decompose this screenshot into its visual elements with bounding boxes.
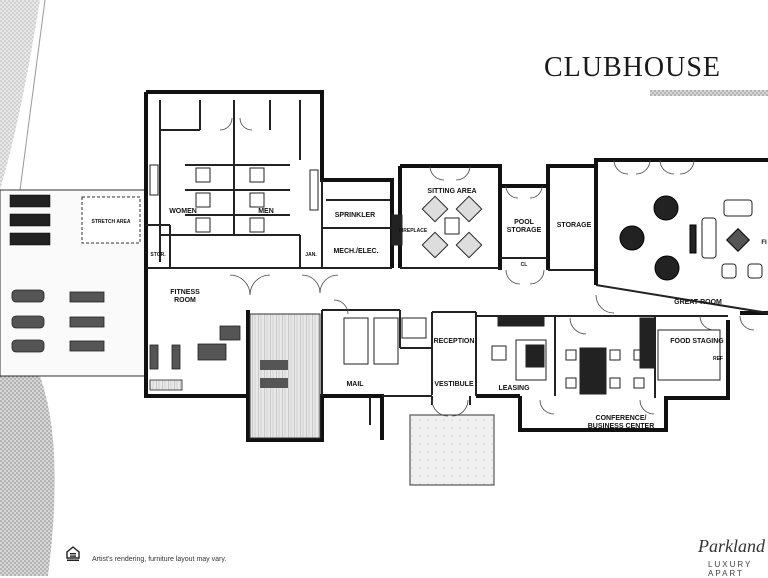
label-mech-elec: MECH./ELEC.: [333, 248, 378, 255]
label-leasing: LEASING: [498, 385, 530, 392]
entry-walk: [409, 414, 495, 486]
landscape-top-left: [0, 0, 40, 190]
sitting-furniture: [391, 195, 483, 259]
label-pool-storage-1: POOL: [514, 219, 535, 226]
label-conference-1: CONFERENCE/: [596, 415, 647, 422]
label-men: MEN: [258, 208, 274, 215]
stretch-area: [81, 196, 141, 244]
label-great-room: GREAT ROOM: [674, 299, 722, 306]
label-fi: FI: [761, 240, 767, 246]
label-conference-2: BUSINESS CENTER: [588, 423, 655, 430]
label-sitting-area: SITTING AREA: [427, 188, 476, 195]
door-swings: [219, 117, 755, 417]
label-storage: STORAGE: [557, 222, 592, 229]
brand-subtitle: LUXURY APART: [708, 560, 753, 578]
label-stor: STOR.: [150, 252, 166, 258]
label-cl: CL: [521, 262, 528, 268]
equal-housing-icon: [66, 546, 80, 561]
fitness-mirror-2: [260, 378, 288, 388]
lounge-chairs: [9, 194, 51, 246]
fitness-mirror-1: [260, 360, 288, 370]
label-fitness-1: FITNESS: [170, 289, 200, 296]
label-reception: RECEPTION: [434, 338, 475, 345]
great-room-sofas: [701, 199, 763, 279]
restroom-fixtures: [149, 164, 319, 233]
fitness-floor: [249, 313, 321, 439]
disclaimer-text: Artist's rendering, furniture layout may…: [92, 556, 227, 563]
great-room-tables: [619, 195, 751, 281]
fitness-equipment: [11, 289, 241, 391]
brand-logo: Parkland: [698, 536, 765, 556]
page-title: CLUBHOUSE: [544, 52, 722, 83]
label-stretch-area: STRETCH AREA: [92, 219, 131, 225]
label-vestibule: VESTIBULE: [434, 381, 474, 388]
landscape-bottom-left: [0, 376, 55, 576]
label-jan: JAN.: [305, 252, 317, 258]
landscape-curve: [19, 0, 46, 191]
landscape-strip-top-right: [650, 90, 768, 96]
label-sprinkler: SPRINKLER: [335, 212, 375, 219]
label-women: WOMEN: [169, 208, 197, 215]
label-ref: REF: [713, 356, 723, 362]
label-mail: MAIL: [346, 381, 364, 388]
office-furniture: [343, 315, 721, 395]
label-fitness-2: ROOM: [174, 297, 196, 304]
label-pool-storage-2: STORAGE: [507, 227, 542, 234]
label-fireplace: FIREPLACE: [399, 228, 428, 234]
label-food-staging: FOOD STAGING: [670, 338, 724, 345]
interior-walls: [146, 100, 768, 425]
